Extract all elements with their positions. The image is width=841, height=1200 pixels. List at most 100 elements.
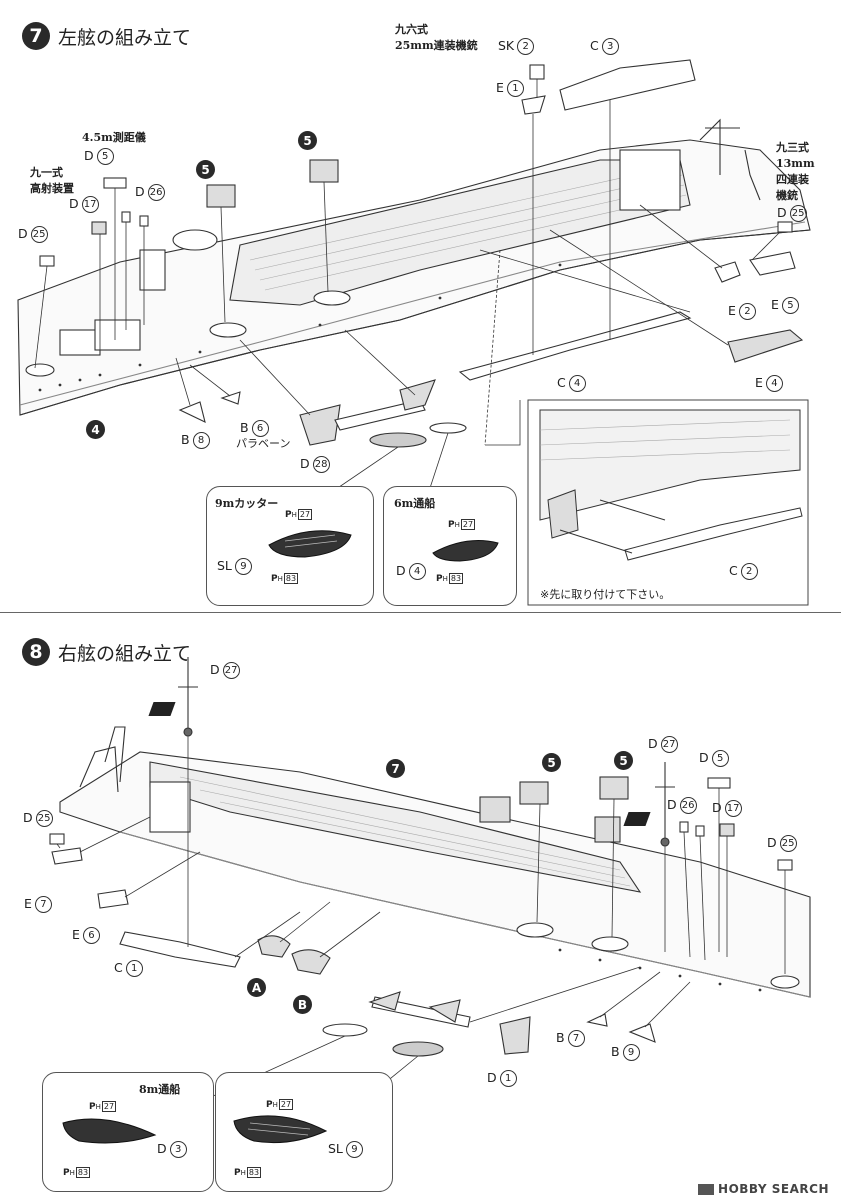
step8-ref-b: B: [293, 995, 312, 1014]
step7-part-c3: [559, 59, 696, 111]
step7-note-type93-line4: 機銃: [776, 189, 798, 202]
step8-ref-7: 7: [386, 759, 405, 778]
step7-part-b6: [220, 391, 241, 405]
step7-note-rangefinder: 4.5m測距儀: [82, 131, 146, 144]
cutter8-boat-drawing: [233, 1115, 328, 1144]
step8-turret-a: [519, 781, 549, 805]
step7-detail-part-c2: [624, 507, 803, 561]
step8-part-c1: [119, 931, 241, 968]
step8-part-d17: [719, 823, 735, 837]
step7-part-c4: [458, 311, 692, 381]
step7-part-d5: [103, 177, 127, 189]
callout-launch-title: 6m通船: [394, 497, 436, 510]
step8-header: 8 右舷の組み立て: [22, 638, 191, 666]
step8-part-d5: [707, 777, 731, 789]
step8-part-d1: [499, 1016, 531, 1055]
step7-ref-5b: 5: [298, 131, 317, 150]
step7-deck: [229, 159, 691, 306]
step7-number-badge: 7: [22, 22, 50, 50]
step7-ref-4: 4: [86, 420, 105, 439]
step7-part-d25a: [39, 255, 55, 267]
step8-part-b7: [586, 1013, 608, 1027]
step7-part-e4: [727, 329, 804, 363]
step7-part-sk2: [529, 64, 545, 80]
step8-part-a: [257, 935, 291, 958]
step7-ship-diagram: [17, 59, 811, 606]
step-divider: [0, 612, 841, 613]
step7-title: 左舷の組み立て: [58, 26, 192, 49]
step7-part-e1: [521, 95, 546, 115]
step7-note-type91-line1: 九一式: [30, 166, 63, 179]
step7-turret-a: [206, 184, 236, 208]
step7-note-type96-line2: 25mm連装機銃: [395, 39, 478, 52]
callout-cutter-title: 9mカッター: [215, 497, 279, 510]
step7-header: 7 左舷の組み立て: [22, 22, 191, 50]
step8-number-badge: 8: [22, 638, 50, 666]
step7-note-type91-line2: 高射装置: [30, 182, 74, 195]
hobby-search-watermark: HOBBY SEARCH: [698, 1182, 829, 1196]
step7-part-d25b: [777, 221, 793, 233]
step7-turret-b: [309, 159, 339, 183]
step8-ship-diagram: [49, 657, 811, 1103]
step7-hull-lower: [19, 229, 811, 416]
step7-ref-5a: 5: [196, 160, 215, 179]
launch8-boat-drawing: [62, 1118, 157, 1144]
step8-turret-b: [599, 776, 629, 800]
callout8-launch-title: 8m通船: [139, 1083, 181, 1096]
step8-ref-5b: 5: [614, 751, 633, 770]
step8-part-e7: [51, 847, 83, 865]
step8-part-d25b: [777, 859, 793, 871]
step8-title: 右舷の組み立て: [58, 642, 192, 665]
step7-detail-caution: ※先に取り付けて下さい。: [540, 588, 671, 601]
hobby-search-logo-icon: [698, 1184, 715, 1195]
step7-part-d17: [91, 221, 107, 235]
step7-note-type93-line2: 13mm: [776, 157, 815, 170]
step8-part-b9: [628, 1023, 656, 1043]
step7-part-e5: [749, 251, 796, 276]
step8-part-e6: [97, 889, 129, 909]
step7-mount-ring-a: [209, 322, 247, 338]
step7-part-b8: [178, 401, 206, 424]
